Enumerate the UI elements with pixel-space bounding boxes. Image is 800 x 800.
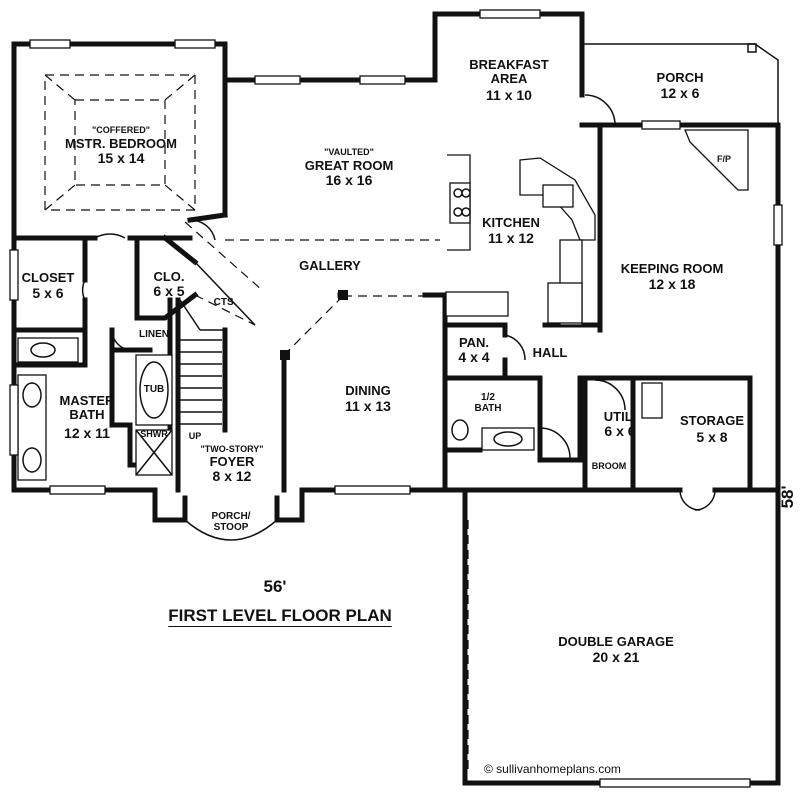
broom-name: BROOM [591, 461, 627, 471]
column [338, 290, 348, 300]
garage-name: DOUBLE GARAGE [558, 634, 674, 649]
kitchen-size: 11 x 12 [488, 230, 534, 246]
bath-fixtures [17, 337, 663, 481]
foyer-qualifier: "TWO-STORY" [200, 444, 264, 454]
util-name: UTIL. [603, 409, 637, 424]
breakfast-name: BREAKFAST AREA [469, 57, 549, 86]
dining-size: 11 x 13 [345, 398, 391, 414]
storage-name: STORAGE [679, 413, 745, 428]
closet-size: 5 x 6 [32, 285, 64, 301]
half-bath-name: 1/2 BATH [474, 392, 502, 414]
garage-size: 20 x 21 [592, 649, 640, 665]
kitchen-name: KITCHEN [482, 215, 540, 230]
mstr-bedroom-name: MSTR. BEDROOM [65, 136, 177, 151]
width-dimension: 56' [263, 577, 287, 596]
column [280, 350, 290, 360]
linen-name: LINEN [139, 329, 169, 340]
stoop-arc [184, 519, 278, 541]
porch-post [747, 43, 757, 53]
util-size: 6 x 6 [604, 423, 636, 439]
keeping-room-size: 12 x 18 [648, 276, 696, 292]
stoop-name: PORCH/ STOOP [211, 511, 251, 533]
pan-name: PAN. [458, 335, 490, 350]
tub-label: TUB [143, 384, 165, 395]
door-swings [81, 94, 716, 511]
depth-dimension: 58' [778, 485, 798, 509]
master-bath-name: MASTER BATH [59, 393, 115, 422]
great-room-size: 16 x 16 [325, 172, 373, 188]
clo-name: CLO. [153, 269, 185, 284]
stair-treads [179, 261, 256, 425]
breakfast-size: 11 x 10 [486, 87, 532, 103]
coffered-ceiling [44, 74, 196, 211]
keeping-room-name: KEEPING ROOM [620, 261, 724, 276]
porch-outline [582, 43, 779, 125]
fireplace-label: F/P [716, 154, 732, 164]
master-bath-size: 12 x 11 [64, 425, 110, 441]
windows [9, 9, 783, 788]
cts-name: CTS. [213, 297, 237, 308]
gallery-name: GALLERY [299, 258, 361, 273]
interior-walls [11, 41, 781, 493]
hall-name: HALL [532, 345, 568, 360]
foyer-name: FOYER [209, 454, 255, 469]
foyer-size: 8 x 12 [212, 468, 252, 484]
clo-size: 6 x 5 [153, 283, 185, 299]
mstr-bedroom-qualifier: "COFFERED" [91, 125, 151, 135]
porch-name: PORCH [656, 70, 704, 85]
plan-title: FIRST LEVEL FLOOR PLAN [168, 606, 392, 625]
stairs-up-label: UP [188, 431, 202, 441]
gallery-outline [184, 221, 469, 775]
shwr-label: SHWR [140, 429, 168, 439]
dining-name: DINING [345, 383, 391, 398]
pan-size: 4 x 4 [458, 349, 490, 365]
great-room-qualifier: "VAULTED" [324, 147, 374, 157]
closet-name: CLOSET [21, 270, 75, 285]
great-room-name: GREAT ROOM [304, 158, 394, 173]
porch-size: 12 x 6 [660, 85, 700, 101]
mstr-bedroom-size: 15 x 14 [97, 150, 145, 166]
kitchen-counters [445, 154, 596, 326]
storage-size: 5 x 8 [696, 429, 728, 445]
copyright: © sullivanhomeplans.com [484, 762, 621, 776]
fireplace [684, 129, 749, 191]
